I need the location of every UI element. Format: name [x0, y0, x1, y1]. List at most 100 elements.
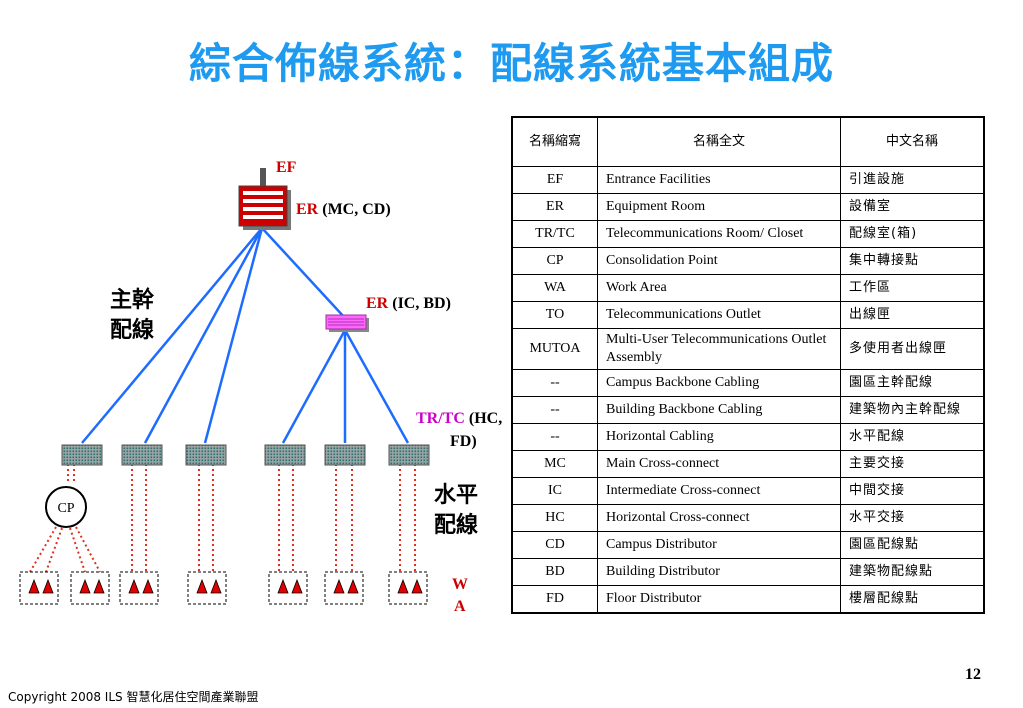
abbr-cell: MUTOA [511, 328, 598, 370]
full-name-cell: Equipment Room [597, 193, 841, 221]
full-name-cell: Consolidation Point [597, 247, 841, 275]
table-header-row: 名稱縮寫 名稱全文 中文名稱 [511, 116, 985, 167]
chinese-name-cell: 多使用者出線匣 [840, 328, 985, 370]
chinese-name-cell: 樓層配線點 [840, 585, 985, 614]
abbr-cell: MC [511, 450, 598, 478]
full-name-cell: Horizontal Cross-connect [597, 504, 841, 532]
header-chinese-name: 中文名稱 [840, 116, 985, 167]
horizontal-label-line1: 水平 [434, 482, 478, 508]
outlet-box [19, 571, 59, 605]
er-intermediate-panel [325, 314, 369, 332]
abbr-cell: -- [511, 423, 598, 451]
tr-tc-label-line2: FD) [450, 433, 477, 450]
chinese-name-cell: 主要交接 [840, 450, 985, 478]
er-main-tag: ER [296, 201, 319, 218]
full-name-cell: Building Backbone Cabling [597, 396, 841, 424]
backbone-label-line2: 配線 [110, 317, 154, 343]
full-name-cell: Work Area [597, 274, 841, 302]
outlet-box [70, 571, 110, 605]
chinese-name-cell: 引進設施 [840, 166, 985, 194]
abbr-cell: -- [511, 369, 598, 397]
horizontal-cables [29, 464, 416, 573]
chinese-name-cell: 水平交接 [840, 504, 985, 532]
horizontal-label-line2: 配線 [434, 512, 478, 538]
outlet-box [388, 571, 428, 605]
full-name-cell: Floor Distributor [597, 585, 841, 614]
chinese-name-cell: 園區主幹配線 [840, 369, 985, 397]
ef-label: EF [276, 159, 297, 176]
full-name-cell: Telecommunications Outlet [597, 301, 841, 329]
header-full-name: 名稱全文 [597, 116, 841, 167]
abbr-cell: TO [511, 301, 598, 329]
abbr-cell: CD [511, 531, 598, 559]
backbone-links [81, 227, 410, 444]
er-intermediate-text: (IC, BD) [388, 295, 451, 312]
outlet-box [268, 571, 308, 605]
header-abbr: 名稱縮寫 [511, 116, 598, 167]
chinese-name-cell: 集中轉接點 [840, 247, 985, 275]
backbone-label-line1: 主幹 [110, 287, 155, 313]
consolidation-point [45, 486, 87, 528]
outlet-box [324, 571, 364, 605]
full-name-cell: Multi-User Telecommunications Outlet Ass… [597, 328, 841, 370]
cabling-diagram: CP [19, 159, 502, 615]
wa-label-line2: A [454, 598, 466, 615]
outlet-box [119, 571, 159, 605]
full-name-cell: Main Cross-connect [597, 450, 841, 478]
tr-tc-tag: TR/TC [416, 410, 465, 427]
chinese-name-cell: 建築物內主幹配線 [840, 396, 985, 424]
abbr-cell: ER [511, 193, 598, 221]
abbr-cell: -- [511, 396, 598, 424]
abbr-cell: IC [511, 477, 598, 505]
er-main-text: (MC, CD) [318, 201, 390, 218]
abbr-cell: CP [511, 247, 598, 275]
er-main-label: ER (MC, CD) [296, 201, 391, 218]
chinese-name-cell: 工作區 [840, 274, 985, 302]
abbr-cell: HC [511, 504, 598, 532]
full-name-cell: Campus Distributor [597, 531, 841, 559]
abbr-cell: FD [511, 585, 598, 614]
chinese-name-cell: 中間交接 [840, 477, 985, 505]
page-number: 12 [965, 666, 981, 683]
chinese-name-cell: 出線匣 [840, 301, 985, 329]
er-intermediate-tag: ER [366, 295, 389, 312]
full-name-cell: Horizontal Cabling [597, 423, 841, 451]
outlet-box [187, 571, 227, 605]
full-name-cell: Building Distributor [597, 558, 841, 586]
chinese-name-cell: 配線室(箱) [840, 220, 985, 248]
full-name-cell: Campus Backbone Cabling [597, 369, 841, 397]
tr-tc-text: (HC, [465, 410, 502, 427]
abbr-cell: BD [511, 558, 598, 586]
er-main-rack [238, 168, 291, 230]
chinese-name-cell: 園區配線點 [840, 531, 985, 559]
abbr-cell: EF [511, 166, 598, 194]
copyright-footer: Copyright 2008 ILS 智慧化居住空間產業聯盟 [8, 690, 259, 704]
er-intermediate-label: ER (IC, BD) [366, 295, 451, 312]
tr-tc-label: TR/TC (HC, [416, 410, 502, 427]
cp-label: CP [57, 501, 74, 516]
full-name-cell: Telecommunications Room/ Closet [597, 220, 841, 248]
wa-label-line1: W [452, 576, 468, 593]
chinese-name-cell: 水平配線 [840, 423, 985, 451]
tr-tc-panels [61, 444, 430, 466]
chinese-name-cell: 設備室 [840, 193, 985, 221]
work-area-outlets [19, 571, 428, 605]
abbr-cell: TR/TC [511, 220, 598, 248]
